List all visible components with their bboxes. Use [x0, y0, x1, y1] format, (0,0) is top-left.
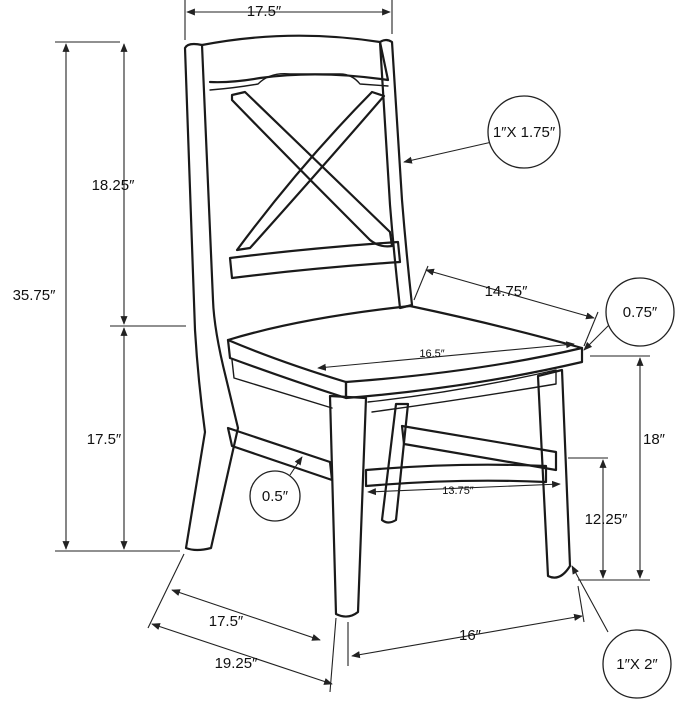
label-seat-thickness: 0.75″: [623, 304, 658, 321]
back-left-post: [183, 42, 240, 552]
label-back-height: 18.25″: [92, 177, 136, 194]
label-base-width: 16″: [459, 627, 482, 644]
callout-leg-bubble: [602, 629, 672, 699]
front-left-leg: [328, 394, 368, 618]
back-cross-brace-a: [230, 90, 394, 248]
seat-top: [226, 304, 584, 384]
label-stretcher-width: 13.75″: [442, 485, 474, 497]
label-back-post: 1″X 1.75″: [493, 124, 556, 141]
back-top-rail: [200, 34, 390, 84]
front-stretcher: [364, 463, 548, 488]
top-rail-cutout: [209, 73, 389, 91]
side-stretcher-left: [226, 426, 334, 482]
front-right-leg: [536, 368, 572, 579]
label-seat-height-right: 18″: [643, 431, 666, 448]
label-stretcher-height: 12.25″: [585, 511, 629, 528]
side-stretcher-right: [400, 424, 558, 472]
label-stretcher-thickness: 0.5″: [262, 488, 289, 505]
label-seat-depth: 14.75″: [485, 283, 529, 300]
label-seat-height-left: 17.5″: [87, 431, 122, 448]
callout-stretcher-bubble: [249, 470, 301, 522]
rear-right-leg: [380, 402, 410, 524]
dimension-lines: [55, 0, 650, 693]
label-overall-depth: 19.25″: [215, 655, 259, 672]
label-leg: 1″X 2″: [616, 656, 658, 673]
back-right-post: [378, 38, 414, 310]
label-total-height: 35.75″: [13, 287, 57, 304]
label-back-width: 17.5″: [247, 3, 282, 20]
label-seat-width: 16.5″: [419, 348, 444, 360]
callout-back-post-bubble: [487, 95, 561, 169]
callout-seat-thickness-bubble: [605, 277, 675, 347]
back-lower-rail: [228, 240, 402, 280]
seat-front-edge: [226, 338, 348, 400]
seat-apron-left: [231, 359, 333, 409]
seat-apron-front: [367, 369, 557, 413]
back-cross-brace-b: [235, 90, 386, 252]
label-base-depth: 17.5″: [209, 613, 244, 630]
